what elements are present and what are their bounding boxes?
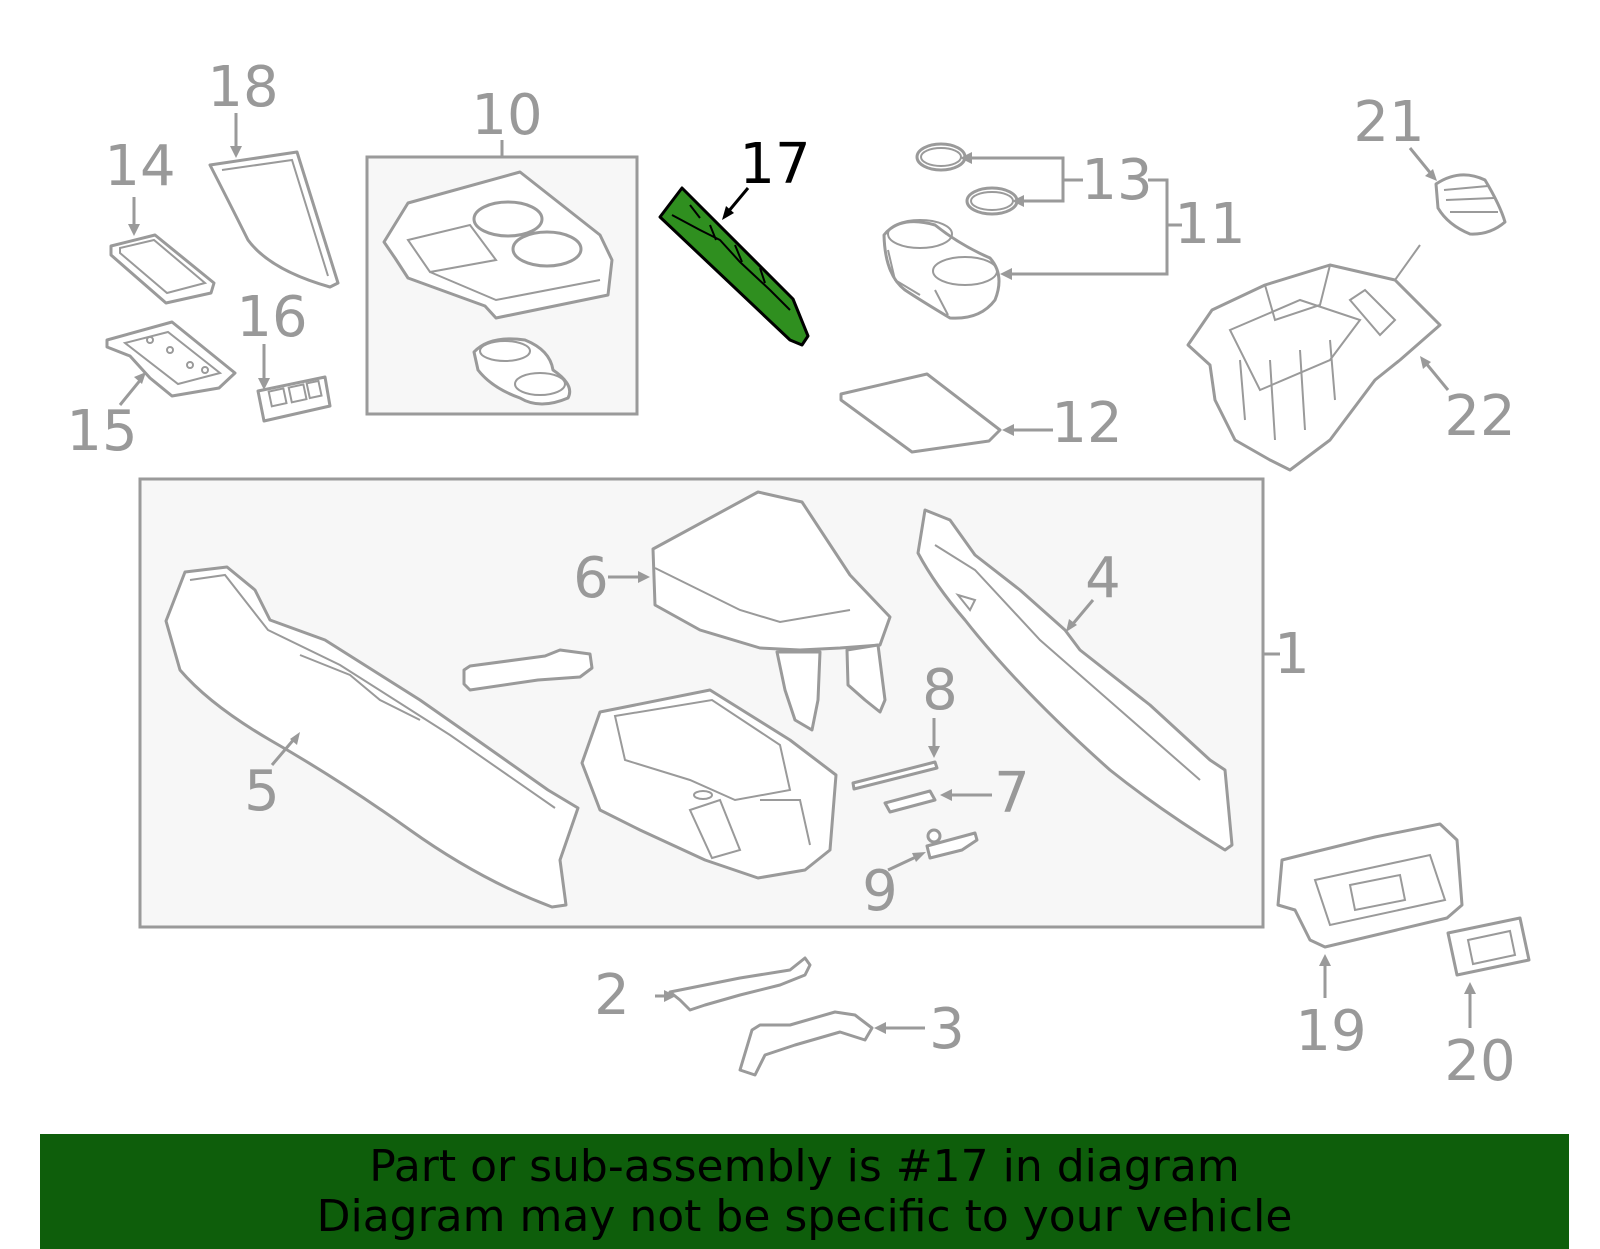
callout-5: 5: [244, 759, 280, 824]
callout-10: 10: [471, 83, 542, 148]
part-11-cupholder-insert[interactable]: [882, 219, 1001, 320]
part-10-cup-ring[interactable]: [472, 337, 572, 406]
callout-17: 17: [739, 132, 810, 197]
callout-13: 13: [1081, 148, 1152, 213]
callout-12: 12: [1051, 391, 1122, 456]
part-19-outlet[interactable]: [1276, 822, 1464, 949]
part-2-bracket[interactable]: [668, 956, 812, 1012]
callout-15: 15: [66, 399, 137, 464]
part-17-trim-highlighted[interactable]: [658, 186, 810, 347]
callout-4: 4: [1085, 546, 1121, 611]
part-8-rod[interactable]: [851, 760, 939, 791]
callout-19: 19: [1295, 999, 1366, 1064]
part-16-switch[interactable]: [256, 375, 332, 423]
part-14-tray[interactable]: [109, 233, 216, 305]
part-22-shifter-assembly[interactable]: [1186, 244, 1442, 472]
part-12-mat[interactable]: [839, 372, 1002, 454]
banner-line-disclaimer: Diagram may not be specific to your vehi…: [316, 1191, 1293, 1242]
callout-3: 3: [929, 997, 965, 1062]
callout-1: 1: [1274, 622, 1310, 687]
leader-lines: [118, 113, 1476, 1034]
part-small-bracket[interactable]: [462, 648, 594, 692]
callout-20: 20: [1444, 1029, 1515, 1094]
part-10-cupholder-panel[interactable]: [382, 170, 614, 320]
part-20-switch[interactable]: [1446, 916, 1531, 977]
callout-11: 11: [1174, 192, 1245, 257]
callout-18: 18: [207, 55, 278, 120]
callout-21: 21: [1353, 90, 1424, 155]
part-18-panel[interactable]: [208, 150, 340, 289]
callout-2: 2: [594, 963, 630, 1028]
callout-7: 7: [994, 761, 1030, 826]
part-9-pin[interactable]: [925, 828, 979, 860]
part-3-bracket[interactable]: [738, 1010, 874, 1077]
callout-9: 9: [862, 859, 898, 924]
info-banner: Part or sub-assembly is #17 in diagram D…: [40, 1134, 1569, 1249]
part-6-armrest-lid[interactable]: [651, 490, 892, 732]
part-4-side-panel[interactable]: [916, 508, 1234, 852]
part-21-shift-knob[interactable]: [1434, 173, 1507, 236]
banner-line-part-number: Part or sub-assembly is #17 in diagram: [369, 1141, 1240, 1192]
part-15-bracket[interactable]: [105, 320, 237, 398]
callout-14: 14: [104, 134, 175, 199]
part-console-box[interactable]: [580, 688, 838, 880]
callout-16: 16: [236, 285, 307, 350]
callout-8: 8: [922, 658, 958, 723]
part-5-side-panel[interactable]: [164, 565, 580, 909]
part-7-clip[interactable]: [883, 789, 937, 814]
callout-22: 22: [1444, 384, 1515, 449]
callout-6: 6: [573, 546, 609, 611]
